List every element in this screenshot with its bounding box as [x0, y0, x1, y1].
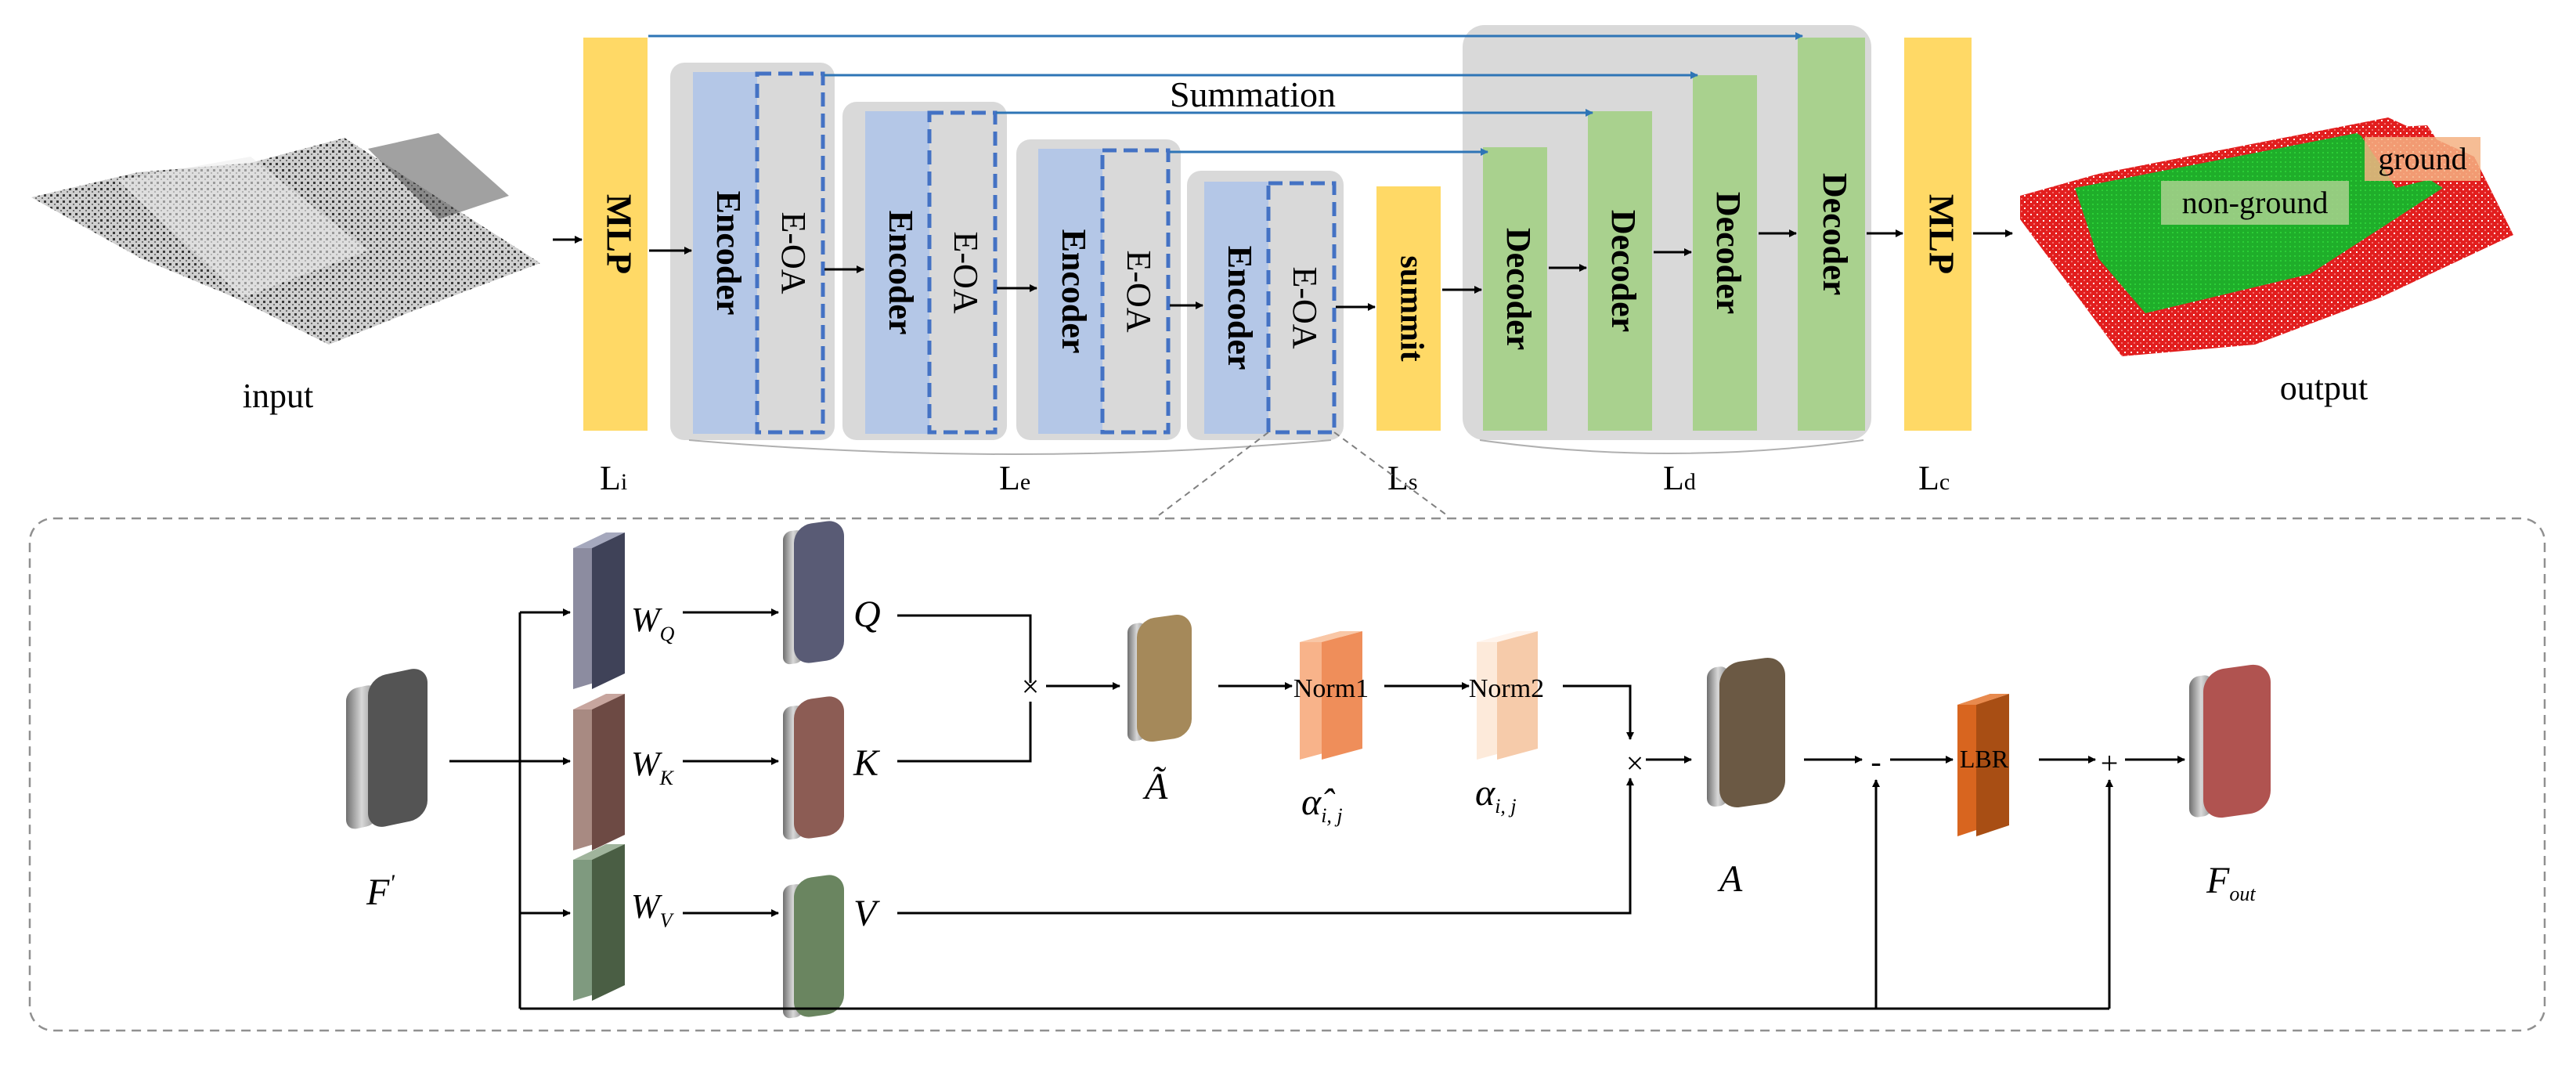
layer-labels: Li Le Ls Ld Lc	[600, 459, 1950, 497]
input-feature-label: F'	[366, 870, 395, 913]
svg-text:Encoder: Encoder	[1221, 246, 1259, 370]
plus-symbol: +	[2101, 746, 2119, 781]
eoa-block-2: E-OA	[927, 110, 998, 435]
decoder-block-1: Decoder	[1483, 147, 1547, 431]
svg-text:ground: ground	[2378, 141, 2466, 176]
k-tile	[783, 696, 844, 840]
wk-weight-block	[573, 694, 625, 850]
decoder-block-2: Decoder	[1588, 111, 1652, 431]
zoom-lines	[1158, 431, 1448, 516]
top-forward-arrows	[553, 229, 2013, 311]
eoa-block-4: E-OA	[1266, 181, 1337, 435]
k-label: K	[853, 742, 881, 784]
q-label: Q	[853, 594, 881, 635]
svg-text:Decoder: Decoder	[1709, 192, 1748, 314]
decoder-group	[1463, 25, 1871, 440]
output-label: output	[2280, 369, 2368, 407]
ground-tag: ground	[2365, 137, 2480, 181]
av-multiply-symbol: ×	[1626, 746, 1644, 781]
svg-text:MLP: MLP	[599, 194, 639, 274]
lbr-block: LBR	[1957, 694, 2009, 836]
a-label: A	[1717, 858, 1743, 900]
svg-text:Decoder: Decoder	[1499, 228, 1538, 350]
alpha-hat-label: α̂i, j	[1301, 782, 1343, 827]
layer-label-ld: Ld	[1663, 459, 1696, 497]
encoder-block-2: Encoder	[865, 111, 929, 434]
svg-text:E-OA: E-OA	[1120, 250, 1158, 332]
svg-text:Decoder: Decoder	[1604, 210, 1643, 332]
layer-label-ls: Ls	[1387, 459, 1418, 497]
summation-label: Summation	[1170, 74, 1336, 114]
svg-text:E-OA: E-OA	[774, 211, 813, 294]
wv-label: WV	[631, 887, 675, 932]
norm2-block: Norm2	[1469, 631, 1544, 760]
a-tilde-tile	[1127, 614, 1192, 742]
qk-multiply-symbol: ×	[1022, 669, 1040, 704]
summit-block: summit	[1376, 186, 1441, 431]
wq-label: WQ	[631, 601, 675, 645]
nonground-tag: non-ground	[2161, 181, 2349, 225]
alpha-label: αi, j	[1475, 772, 1517, 818]
wk-label: WK	[631, 745, 675, 789]
layer-label-lc: Lc	[1918, 459, 1950, 497]
decoder-block-3: Decoder	[1693, 75, 1757, 431]
svg-text:Norm1: Norm1	[1293, 674, 1369, 703]
wv-weight-block	[573, 844, 625, 1001]
a-tilde-label: Ã	[1142, 766, 1168, 807]
fout-label: Fout	[2206, 860, 2256, 905]
eoa-block-1: E-OA	[755, 71, 825, 435]
q-tile	[783, 521, 844, 665]
skip-connection-arrows	[648, 32, 1803, 156]
svg-text:E-OA: E-OA	[947, 231, 985, 313]
ld-span-curve	[1479, 439, 1864, 454]
le-span-curve	[688, 439, 1332, 455]
bottom-arrows	[449, 608, 2185, 1010]
svg-text:summit: summit	[1393, 255, 1429, 361]
layer-label-li: Li	[600, 459, 627, 497]
decoder-block-4: Decoder	[1798, 38, 1865, 431]
v-label: V	[853, 893, 880, 934]
mlp-output-block: MLP	[1904, 38, 1972, 431]
svg-text:LBR: LBR	[1960, 745, 2009, 773]
mlp-input-block: MLP	[583, 38, 648, 431]
svg-text:Norm2: Norm2	[1469, 674, 1544, 703]
input-point-cloud	[31, 133, 540, 345]
layer-label-le: Le	[999, 459, 1030, 497]
wq-weight-block	[573, 532, 625, 689]
svg-text:Encoder: Encoder	[1055, 229, 1093, 354]
encoder-block-3: Encoder	[1038, 149, 1102, 434]
a-tile	[1707, 657, 1785, 807]
encoder-block-4: Encoder	[1204, 182, 1268, 434]
input-label: input	[243, 377, 313, 415]
svg-text:Decoder: Decoder	[1816, 173, 1854, 295]
svg-text:E-OA: E-OA	[1286, 266, 1324, 348]
encoder-block-1: Encoder	[693, 72, 757, 434]
svg-text:MLP: MLP	[1921, 194, 1961, 274]
eoa-block-3: E-OA	[1100, 148, 1171, 435]
svg-text:non-ground: non-ground	[2182, 185, 2329, 220]
fout-tile	[2189, 664, 2271, 818]
v-tile	[783, 875, 844, 1019]
input-feature-block	[346, 669, 428, 829]
svg-text:Encoder: Encoder	[882, 211, 920, 335]
svg-text:Encoder: Encoder	[709, 191, 748, 316]
minus-symbol: -	[1871, 744, 1881, 779]
norm1-block: Norm1	[1293, 631, 1369, 760]
